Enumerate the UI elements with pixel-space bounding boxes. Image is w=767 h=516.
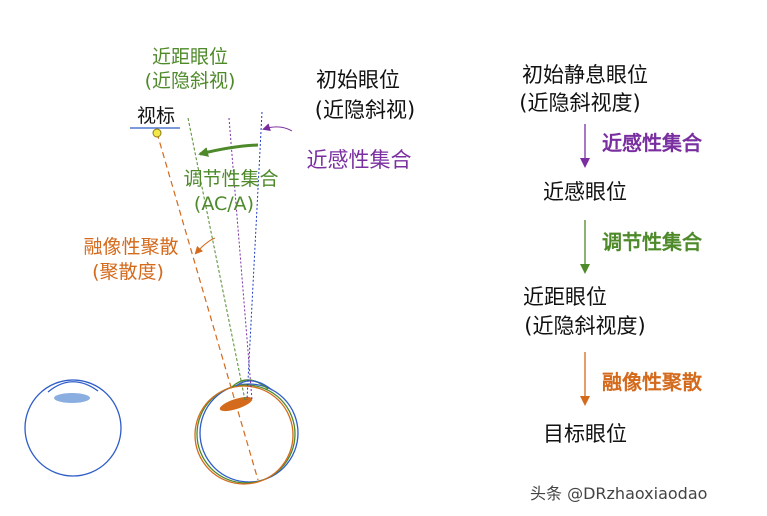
near-position-title: 近距眼位: [152, 46, 228, 68]
flow-step1-subtitle: (近隐斜视度): [519, 91, 640, 115]
flow-step4: 目标眼位: [543, 422, 627, 446]
aca-subtitle: (AC/A): [194, 193, 254, 215]
near-line-of-sight: [187, 117, 246, 401]
fusional-title: 融像性聚散: [83, 236, 178, 258]
left-lens-icon: [54, 393, 90, 403]
target-label: 视标: [137, 105, 175, 127]
flow-step3-title: 近距眼位: [523, 285, 607, 309]
initial-position-subtitle: (近隐斜视): [315, 98, 415, 122]
near-position-subtitle: (近隐斜视): [145, 70, 236, 92]
fusional-arrow: [194, 237, 216, 255]
left-eye: [24, 379, 122, 477]
flow-step3-subtitle: (近隐斜视度): [524, 314, 645, 338]
accommodative-convergence-label: 近感性集合: [307, 148, 412, 172]
right-eye: [194, 379, 299, 485]
flow-arrow2-label: 调节性集合: [602, 230, 703, 254]
flow-arrow3-label: 融像性聚散: [602, 370, 703, 394]
flow-step2: 近感眼位: [543, 180, 627, 204]
aca-arrow: [198, 143, 259, 157]
target-dot-icon: [152, 128, 162, 138]
accommodative-arrow: [262, 123, 293, 132]
aca-title: 调节性集合: [183, 168, 278, 190]
initial-line-of-sight: [246, 111, 263, 401]
eye-outline-green: [196, 384, 296, 484]
accommodative-line-of-sight: [228, 117, 253, 401]
flow-arrow1-label: 近感性集合: [602, 131, 703, 155]
watermark: 头条 @DRzhaoxiaodao: [530, 484, 708, 503]
eye-outline-blue: [199, 383, 299, 483]
eye-outline-orange: [194, 385, 294, 485]
fusional-line-of-sight: [156, 132, 259, 481]
flow-step1-title: 初始静息眼位: [522, 63, 648, 87]
initial-position-title: 初始眼位: [316, 68, 400, 92]
fusional-subtitle: (聚散度): [92, 261, 164, 283]
